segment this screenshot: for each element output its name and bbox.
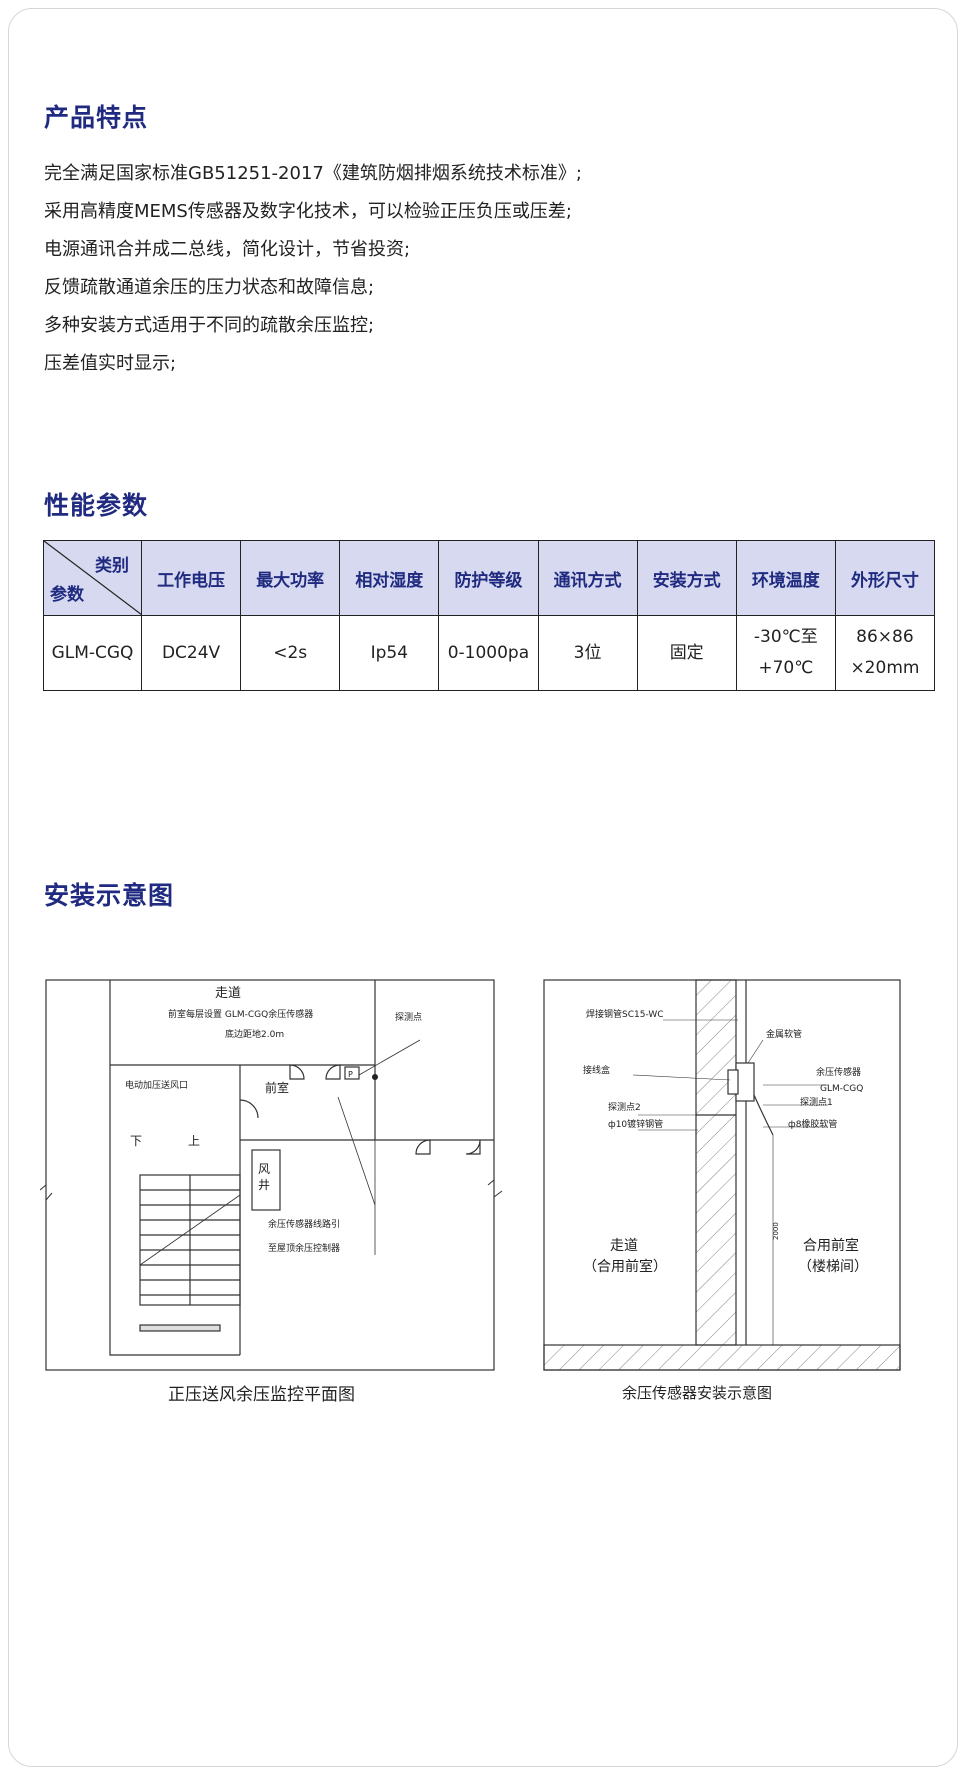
header-size: 外形尺寸 [834,540,936,616]
humidity-cell: Ip54 [339,615,440,691]
temp-line1: -30℃至 [753,627,818,647]
section-hose: 金属软管 [766,1028,802,1040]
features-list: 完全满足国家标准GB51251-2017《建筑防烟排烟系统技术标准》; 采用高精… [44,155,582,383]
params-data-row: GLM-CGQ DC24V <2s Ip54 0-1000pa 3位 固定 -3… [43,615,936,691]
break-mark-right [487,1178,503,1198]
feature-item: 反馈疏散通道余压的压力状态和故障信息; [44,277,375,298]
feature-item: 采用高精度MEMS传感器及数字化技术，可以检验正压负压或压差; [44,201,572,222]
corner-top-label: 类别 [95,556,129,576]
protection-cell: 0-1000pa [438,615,539,691]
plan-shaft2: 井 [258,1178,270,1192]
plan-diagram: 走道 前室每层设置 GLM-CGQ余压传感器 底边距地2.0m 探测点 P 电动… [40,979,503,1371]
header-temp: 环境温度 [735,540,836,616]
header-install: 安装方式 [636,540,737,616]
feature-item: 压差值实时显示; [44,353,177,374]
section-diagram: 焊接钢管SC15-WC 金属软管 接线盒 余压传感器 GLM-CGQ 探测点1 … [543,979,901,1371]
header-voltage: 工作电压 [140,540,242,616]
section-junction: 接线盒 [583,1064,610,1076]
corner-bottom-label: 参数 [50,585,84,605]
plan-down: 下 [130,1134,142,1148]
section-probe1: 探测点1 [800,1096,833,1108]
section-height: 2000 [772,1222,780,1240]
plan-anteroom: 前室 [265,1080,289,1095]
params-header-row: 类别 参数 工作电压 最大功率 相对湿度 防护等级 通讯方式 安装方式 环境温度… [43,540,936,616]
model-cell: GLM-CGQ [43,615,142,691]
section-left-room2: （合用前室） [583,1258,667,1275]
plan-p-mark: P [348,1070,353,1079]
section-galv: ф10镀锌钢管 [608,1118,663,1130]
install-cell: 固定 [636,615,737,691]
section-pipe: 焊接钢管SC15-WC [586,1008,664,1020]
section-right-room1: 合用前室 [803,1237,859,1254]
header-comm: 通讯方式 [537,540,638,616]
features-title: 产品特点 [44,103,149,132]
plan-probe: 探测点 [395,1011,422,1023]
feature-item: 完全满足国家标准GB51251-2017《建筑防烟排烟系统技术标准》; [44,163,582,184]
temp-cell: -30℃至 +70℃ [735,615,836,691]
air-shaft [251,1149,281,1211]
feature-item: 电源通讯合并成二总线，简化设计，节省投资; [44,239,411,260]
plan-note1: 前室每层设置 GLM-CGQ余压传感器 [168,1008,313,1020]
section-caption: 余压传感器安装示意图 [622,1384,773,1402]
section-right-room2: （楼梯间） [798,1259,868,1275]
temp-line2: +70℃ [758,658,814,678]
plan-shaft1: 风 [258,1162,270,1176]
size-line1: 86×86 [856,627,914,647]
size-line2: ×20mm [850,658,920,678]
corner-diagonal [44,541,142,615]
plan-corridor: 走道 [215,986,241,1001]
plan-caption: 正压送风余压监控平面图 [168,1385,355,1405]
junction-box [727,1069,739,1095]
voltage-cell: DC24V [140,615,242,691]
break-mark-left [40,1183,53,1202]
plan-frame [45,979,495,1371]
content-card [8,8,958,1767]
header-humidity: 相对湿度 [339,540,440,616]
feature-item: 多种安装方式适用于不同的疏散余压监控; [44,315,375,336]
plan-note2: 底边距地2.0m [225,1028,284,1040]
header-power: 最大功率 [240,540,341,616]
corner-header: 类别 参数 [43,540,142,616]
stair-wall [109,980,240,1356]
power-cell: <2s [240,615,341,691]
floor-slab [543,1344,901,1371]
params-table: 类别 参数 工作电压 最大功率 相对湿度 防护等级 通讯方式 安装方式 环境温度… [43,540,936,691]
plan-up: 上 [188,1134,200,1148]
sensor-housing [735,1062,755,1102]
wall-section [695,979,737,1346]
section-probe2: 探测点2 [608,1101,641,1113]
section-model: GLM-CGQ [820,1084,863,1094]
plan-fan-inlet: 电动加压送风口 [125,1079,188,1091]
section-rubber: ф8橡胶软管 [788,1118,837,1130]
section-sensor: 余压传感器 [816,1066,861,1078]
sensor-box [344,1066,360,1080]
comm-cell: 3位 [537,615,638,691]
plan-route2: 至屋顶余压控制器 [268,1242,340,1254]
size-cell: 86×86 ×20mm [834,615,936,691]
header-protection: 防护等级 [438,540,539,616]
plan-route1: 余压传感器线路引 [268,1218,340,1230]
section-left-room1: 走道 [610,1238,638,1254]
params-title: 性能参数 [44,491,149,520]
install-title: 安装示意图 [44,881,175,910]
